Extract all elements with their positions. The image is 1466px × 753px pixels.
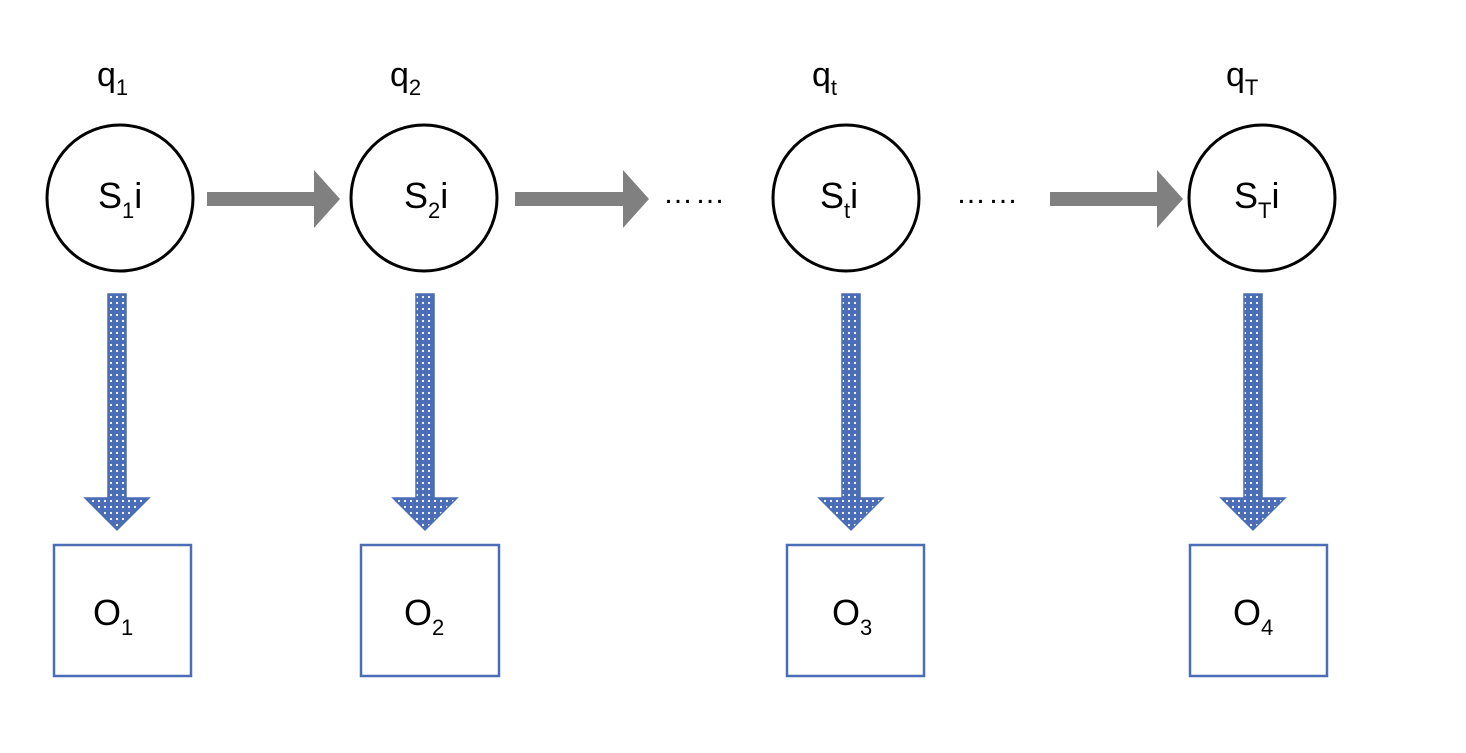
observation-4: O4 [1188, 543, 1329, 678]
state-label-T: STi [1234, 175, 1279, 223]
state-circle-1 [45, 123, 195, 273]
state-circle-T [1187, 123, 1337, 273]
state-node-1: q1 S1i [45, 56, 195, 273]
state-node-t: qt Sti [771, 56, 921, 273]
emission-arrow-4 [1219, 293, 1287, 532]
observation-label-2: O2 [404, 592, 444, 640]
observation-label-1: O1 [93, 592, 133, 640]
emission-arrow-2 [391, 293, 459, 532]
transition-arrow-1-2 [207, 170, 340, 228]
state-node-2: q2 S2i [349, 56, 499, 273]
transition-arrows [207, 170, 1183, 228]
emission-arrow-3 [817, 293, 885, 532]
state-label-1: S1i [98, 175, 142, 223]
ellipsis-1: …… [663, 177, 727, 210]
state-circle-t [771, 123, 921, 273]
observation-3: O3 [785, 543, 926, 678]
observation-box-3 [785, 543, 926, 678]
q-label-2: q2 [390, 56, 421, 100]
q-label-1: q1 [97, 56, 128, 100]
q-label-t: qt [812, 56, 837, 100]
emission-arrows [83, 293, 1287, 532]
transition-arrow-2-dots [515, 170, 649, 228]
ellipsis-2: …… [956, 177, 1020, 210]
observation-box-2 [359, 543, 501, 678]
state-circle-2 [349, 123, 499, 273]
observation-2: O2 [359, 543, 501, 678]
state-node-T: qT STi [1187, 56, 1337, 273]
ellipses: …… …… [663, 177, 1020, 210]
transition-arrow-dots-T [1050, 170, 1183, 228]
observation-label-4: O4 [1233, 592, 1273, 640]
observation-1: O1 [52, 543, 193, 678]
q-label-T: qT [1226, 56, 1258, 100]
observation-box-1 [52, 543, 193, 678]
state-label-t: Sti [820, 175, 858, 223]
observation-label-3: O3 [832, 592, 872, 640]
state-label-2: S2i [404, 175, 448, 223]
emission-arrow-1 [83, 293, 151, 532]
observation-box-4 [1188, 543, 1329, 678]
